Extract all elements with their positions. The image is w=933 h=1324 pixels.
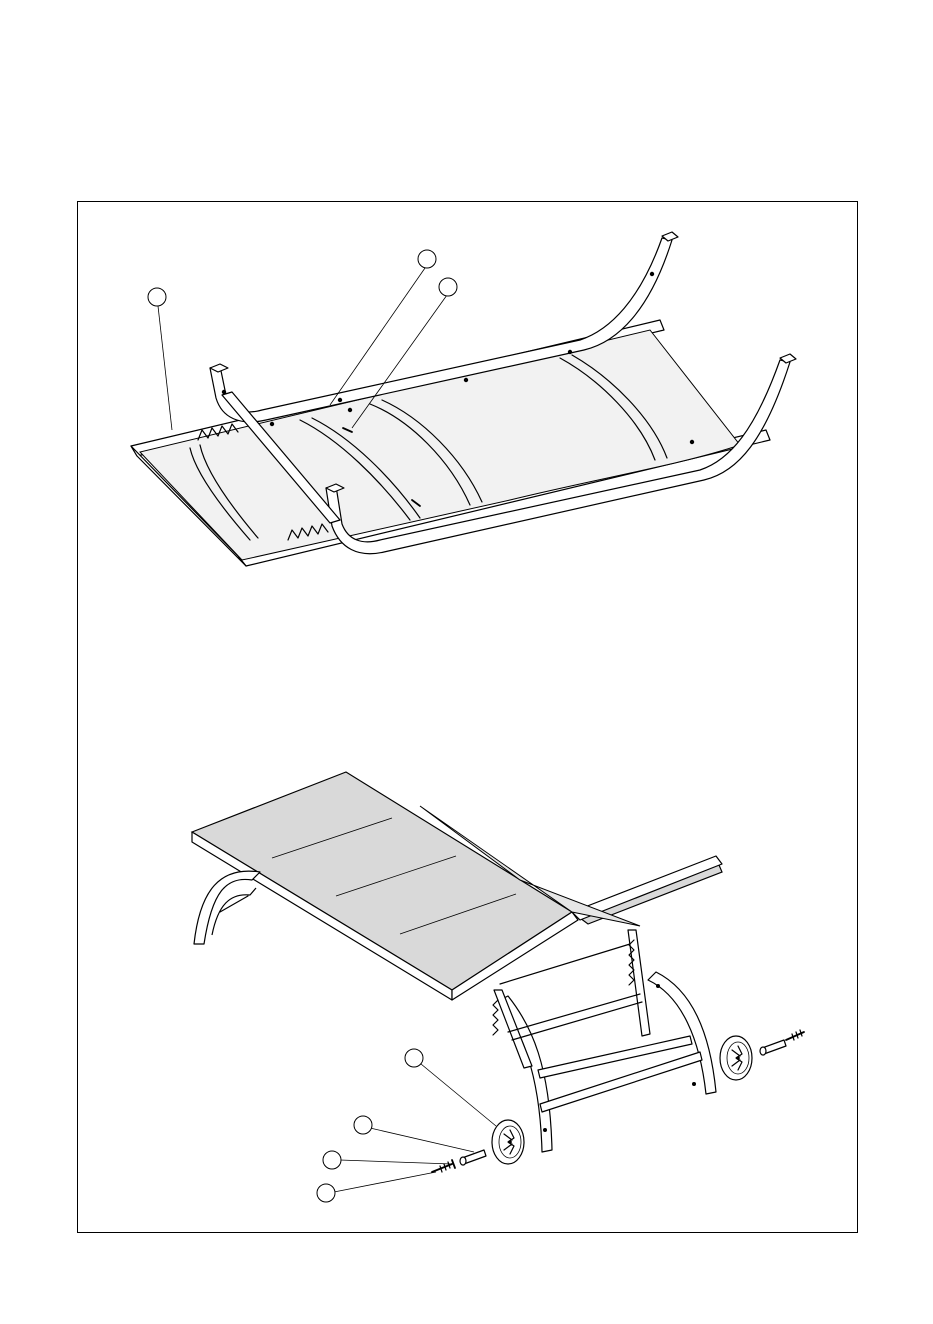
support-crossbar bbox=[538, 1036, 692, 1078]
leader-bottom-3 bbox=[340, 1160, 452, 1164]
frame-upside-down-figure bbox=[131, 232, 796, 566]
callout-bubble-bottom-2 bbox=[354, 1116, 372, 1134]
leader-bottom-1 bbox=[421, 1064, 496, 1126]
rear-leg-back bbox=[648, 972, 716, 1094]
leader-bottom-4 bbox=[334, 1172, 436, 1192]
ratchet-left bbox=[493, 1000, 498, 1035]
callout-bubble-top-1 bbox=[148, 288, 166, 306]
leader-top-1 bbox=[158, 306, 172, 430]
callout-bubble-bottom-1 bbox=[405, 1049, 423, 1067]
wheel-left bbox=[492, 1120, 524, 1164]
callout-bubble-top-3 bbox=[439, 278, 457, 296]
axle-right-end bbox=[760, 1047, 766, 1055]
rear-crossbar bbox=[540, 1052, 702, 1112]
assembled-lounger-figure bbox=[192, 772, 804, 1202]
callout-bubble-bottom-3 bbox=[323, 1151, 341, 1169]
wheel-right bbox=[720, 1036, 752, 1080]
sling-fabric bbox=[140, 330, 740, 560]
leader-bottom-2 bbox=[370, 1128, 474, 1152]
callout-bubble-top-2 bbox=[418, 250, 436, 268]
callout-bubble-bottom-4 bbox=[317, 1184, 335, 1202]
axle-left-end bbox=[460, 1157, 466, 1165]
